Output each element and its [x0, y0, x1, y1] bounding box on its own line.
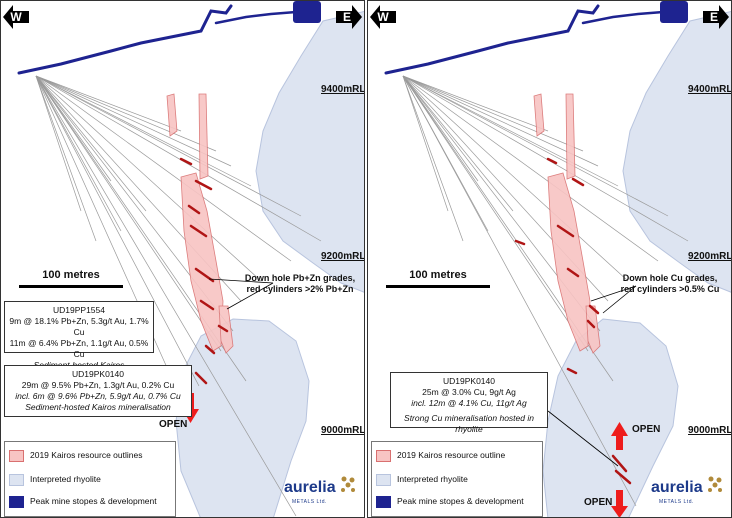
grade-note-line2: red cylinders >0.5% Cu — [620, 284, 720, 294]
legend-resource-swatch — [9, 449, 24, 462]
stopes-block — [660, 1, 688, 23]
legend-stopes-label: Peak mine stopes & development — [30, 496, 157, 506]
rl-9400-label: 9400mRL — [321, 84, 365, 95]
rhyolite-lower — [542, 318, 679, 517]
rl-9000-label: 9000mRL — [321, 425, 365, 436]
rl-9000-label: 9000mRL — [688, 425, 732, 436]
legend-stopes-swatch — [376, 495, 391, 508]
scale-line — [386, 285, 490, 288]
box-line1: 29m @ 9.5% Pb+Zn, 1.3g/t Au, 0.2% Cu — [21, 380, 175, 390]
left-section-drawing — [3, 1, 364, 517]
logo-word: aurelia — [651, 479, 703, 496]
note-pointers — [547, 285, 637, 467]
east-arrow-shape — [336, 5, 362, 29]
box-title: UD19PP1554 — [53, 305, 105, 315]
legend-stopes: Peak mine stopes & development — [376, 494, 524, 508]
west-direction-label: W — [10, 10, 22, 24]
west-arrow-shape — [3, 5, 29, 29]
legend-stopes-label: Peak mine stopes & development — [397, 496, 524, 506]
rl-9200-label: 9200mRL — [321, 251, 365, 262]
intercept-box-ud19pp1554: UD19PP1554 9m @ 18.1% Pb+Zn, 5.3g/t Au, … — [4, 301, 154, 381]
note-pointers — [208, 278, 274, 310]
open-down-label: OPEN — [584, 497, 613, 508]
grade-cylinders — [514, 157, 632, 485]
legend-rhyolite-swatch — [376, 473, 391, 486]
rl-9400-label: 9400mRL — [688, 84, 732, 95]
grade-note-line2: red cylinders >2% Pb+Zn — [246, 284, 354, 294]
box-line2: incl. 12m @ 4.1% Cu, 11g/t Ag — [411, 398, 527, 408]
scale-bar: 100 metres — [386, 269, 596, 288]
aurelia-logo: aurelia METALS Ltd. — [284, 475, 356, 511]
legend-resource: 2019 Kairos resource outline — [376, 448, 505, 462]
logo-word: aurelia — [284, 479, 336, 496]
box-line1: 9m @ 18.1% Pb+Zn, 5.3g/t Au, 1.7% Cu — [9, 316, 149, 337]
box-title: UD19PK0140 — [72, 369, 124, 379]
east-direction-label: E — [709, 10, 718, 24]
grade-note-line1: Down hole Cu grades, — [622, 273, 718, 283]
grade-note: Down hole Cu grades, red cylinders >0.5%… — [608, 273, 731, 295]
grade-note: Down hole Pb+Zn grades, red cylinders >2… — [235, 273, 364, 295]
legend-rhyolite-label: Interpreted rhyolite — [397, 474, 468, 484]
legend-stopes-swatch — [9, 495, 24, 508]
open-label: OPEN — [159, 419, 188, 430]
east-direction-label: E — [342, 10, 351, 24]
right-section-drawing — [370, 1, 731, 517]
open-arrow-down — [611, 490, 628, 517]
legend: 2019 Kairos resource outline Interpreted… — [371, 441, 543, 517]
rl-9200-label: 9200mRL — [688, 251, 732, 262]
box-line2: 11m @ 6.4% Pb+Zn, 1.1g/t Au, 0.5% Cu — [9, 338, 149, 359]
legend-rhyolite-swatch — [9, 473, 24, 486]
open-up-label: OPEN — [632, 424, 661, 435]
west-direction-label: W — [377, 10, 389, 24]
stopes-development — [17, 4, 321, 75]
legend-resource-label: 2019 Kairos resource outline — [397, 450, 506, 460]
legend-rhyolite: Interpreted rhyolite — [9, 472, 101, 486]
logo-sub: METALS Ltd. — [292, 499, 327, 505]
intercept-box-ud19pk0140: UD19PK0140 29m @ 9.5% Pb+Zn, 1.3g/t Au, … — [4, 365, 192, 417]
legend-stopes: Peak mine stopes & development — [9, 494, 157, 508]
grade-note-line1: Down hole Pb+Zn grades, — [244, 273, 356, 283]
scale-label: 100 metres — [409, 269, 467, 281]
box-title: UD19PK0140 — [443, 376, 495, 386]
legend-resource-swatch — [376, 449, 391, 462]
west-arrow-shape — [370, 5, 396, 29]
legend-rhyolite: Interpreted rhyolite — [376, 472, 468, 486]
stopes-development — [384, 4, 688, 75]
aurelia-logo: aurelia METALS Ltd. — [651, 475, 723, 511]
rhyolite-upper — [255, 10, 364, 293]
right-section-panel: W E 9400mRL 9200mRL 9000mRL 100 metres D… — [367, 0, 732, 518]
stopes-block — [293, 1, 321, 23]
intercept-box-ud19pk0140: UD19PK0140 25m @ 3.0% Cu, 9g/t Ag incl. … — [390, 372, 548, 434]
box-line2: incl. 6m @ 9.6% Pb+Zn, 5.9g/t Au, 0.7% C… — [15, 391, 181, 401]
scale-label: 100 metres — [42, 269, 100, 281]
scale-bar: 100 metres — [19, 269, 229, 288]
box-caption: Strong Cu mineralisation hosted in rhyol… — [404, 413, 534, 434]
east-arrow-shape — [703, 5, 729, 29]
resource-outlines — [533, 93, 601, 354]
legend-rhyolite-label: Interpreted rhyolite — [30, 474, 101, 484]
legend-resource: 2019 Kairos resource outlines — [9, 448, 142, 462]
logo-mark-icon — [341, 476, 355, 492]
logo-sub: METALS Ltd. — [659, 499, 694, 505]
logo-mark-icon — [708, 476, 722, 492]
rhyolite-upper — [622, 10, 731, 293]
scale-line — [19, 285, 123, 288]
box-caption: Sediment-hosted Kairos mineralisation — [25, 402, 171, 412]
open-arrow-up — [611, 422, 628, 450]
left-section-panel: W E 9400mRL 9200mRL 9000mRL 100 metres D… — [0, 0, 365, 518]
legend-resource-label: 2019 Kairos resource outlines — [30, 450, 143, 460]
drill-holes — [402, 75, 689, 507]
legend: 2019 Kairos resource outlines Interprete… — [4, 441, 176, 517]
box-line1: 25m @ 3.0% Cu, 9g/t Ag — [422, 387, 516, 397]
